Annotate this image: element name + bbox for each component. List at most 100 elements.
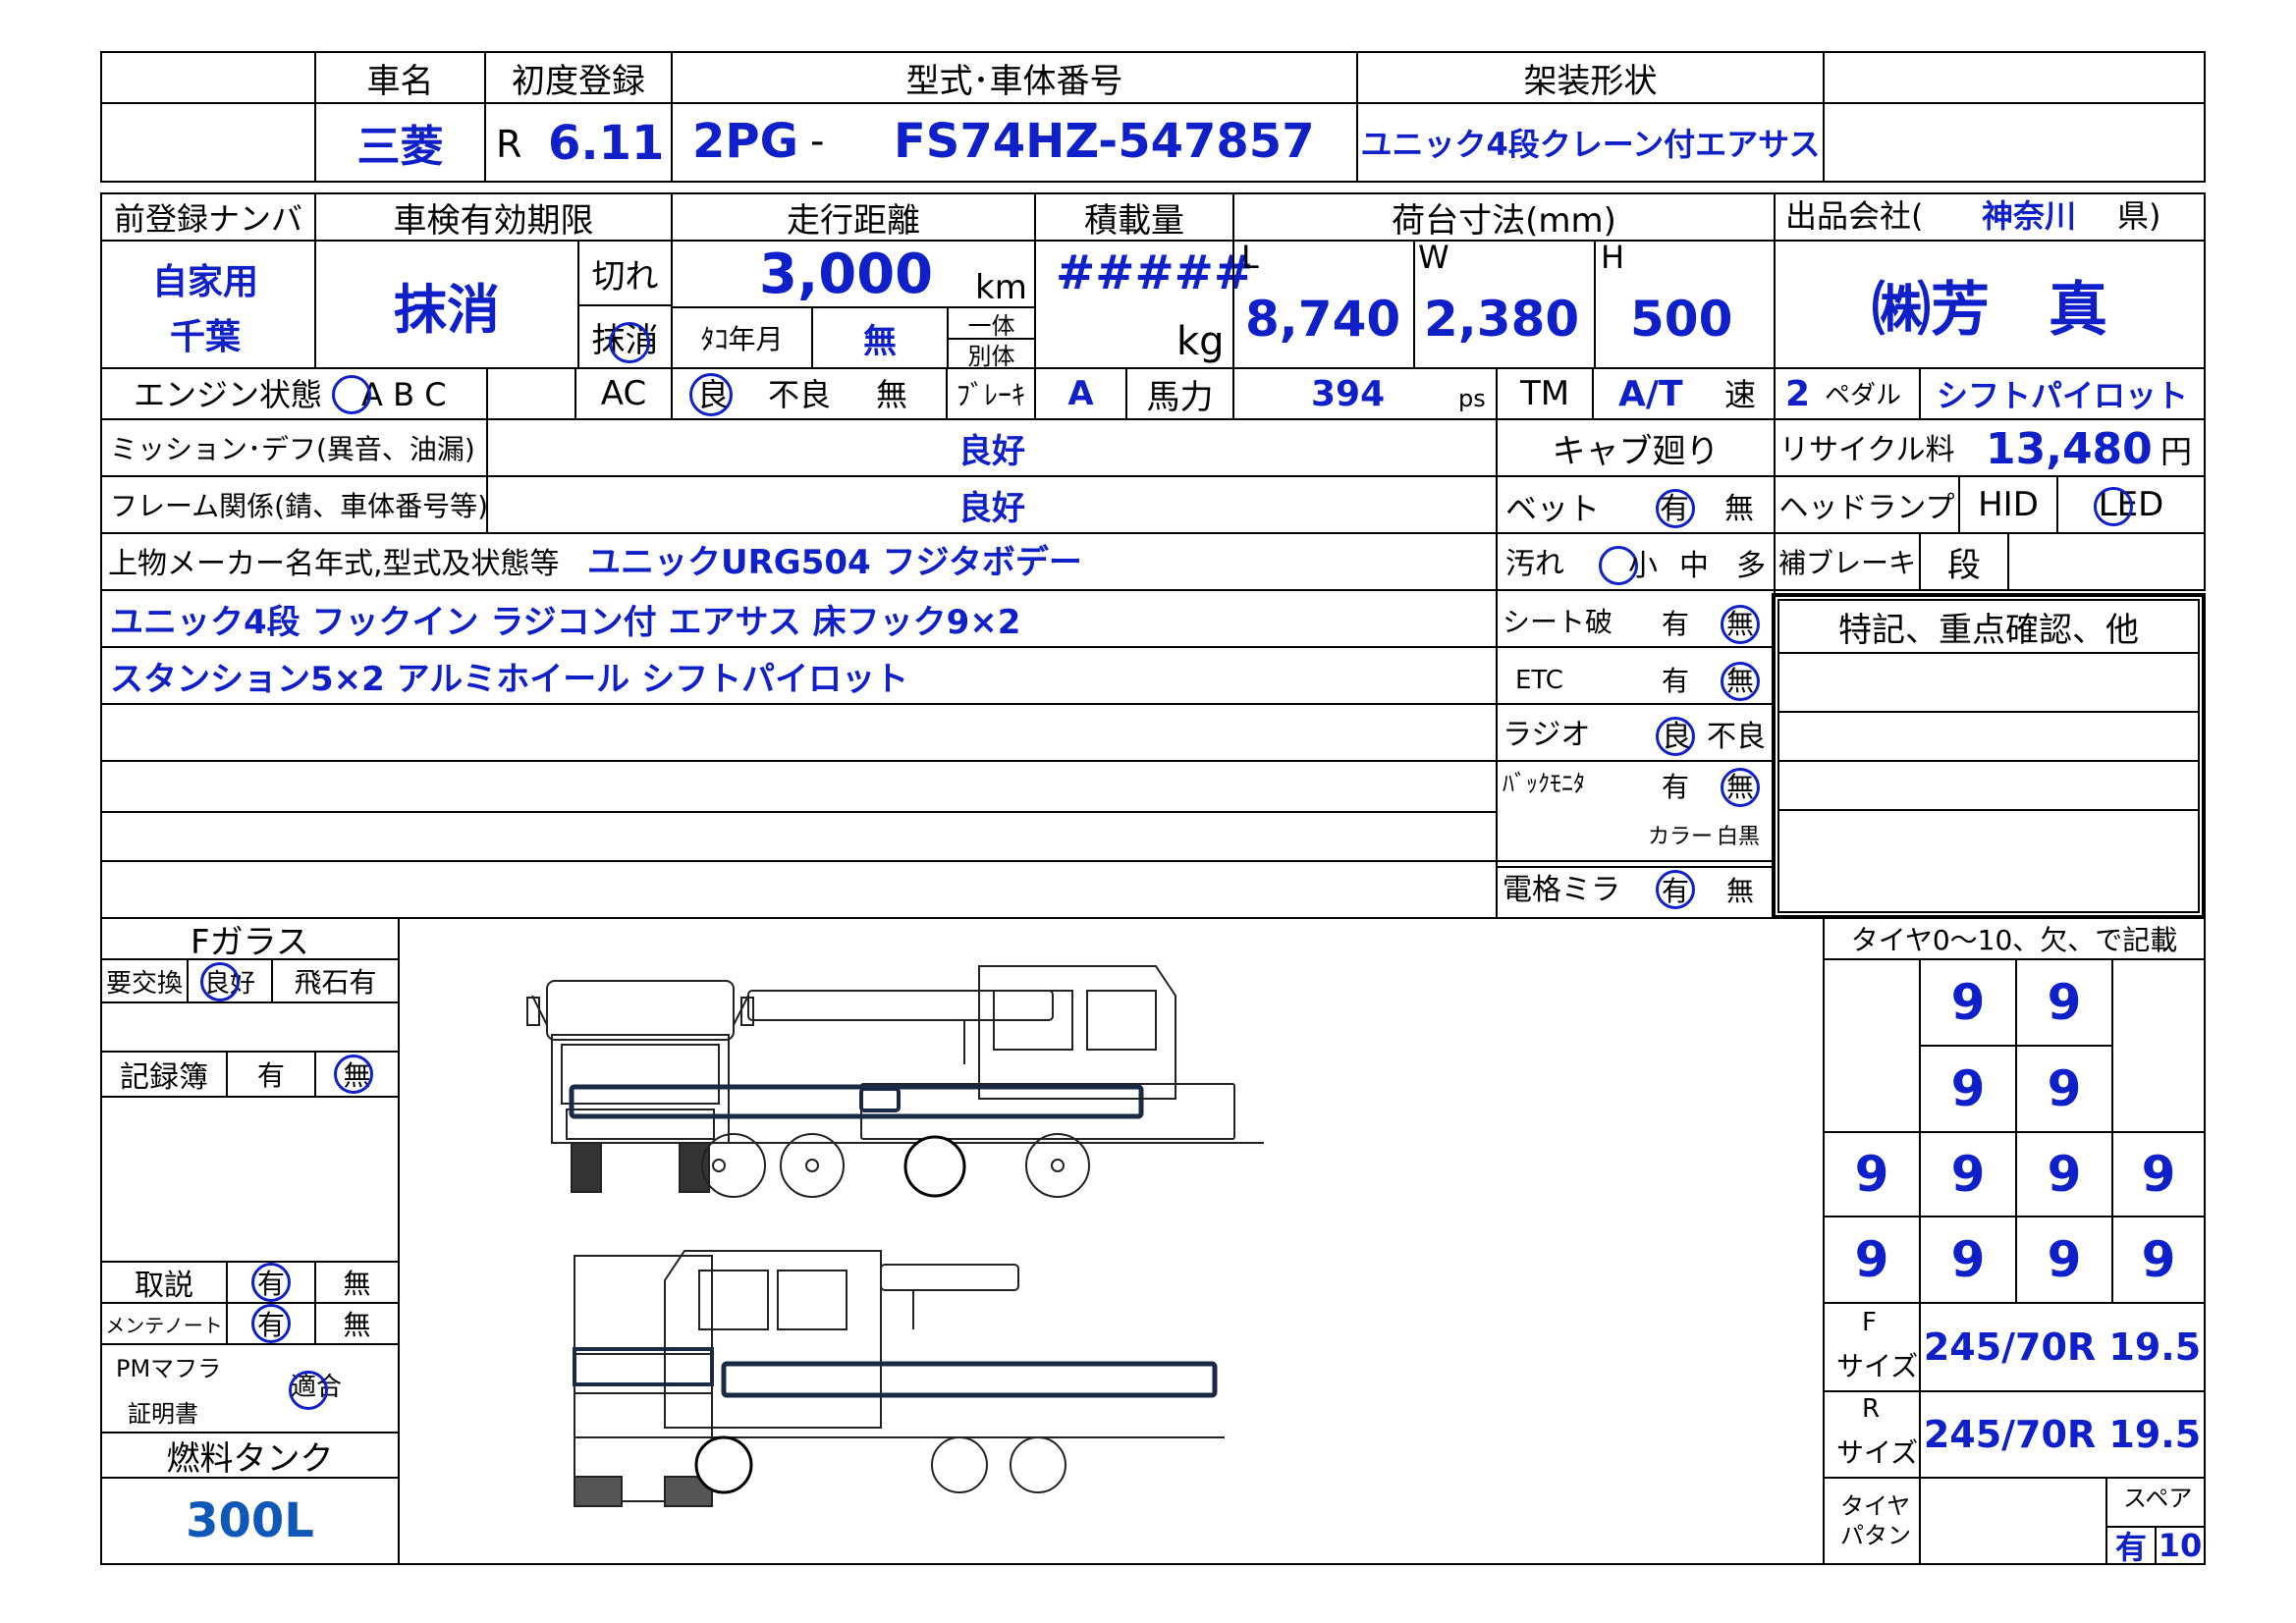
model-prefix: 2PG: [692, 114, 798, 169]
aux-brake-label: 補ブレーキ: [1774, 532, 1921, 591]
spot-marker-1: [903, 1135, 966, 1198]
cab-radio-circle: [1656, 717, 1695, 756]
maint-yes-circle: [251, 1304, 291, 1343]
cab-dirt-small: 小: [1628, 549, 1658, 583]
body-line-6: [100, 860, 1498, 919]
reg-date-value: 6.11: [548, 116, 665, 171]
body-label: 上物メーカー名年式,型式及状態等: [108, 547, 560, 581]
cab-back-yes: 有: [1662, 771, 1690, 803]
fglass-good-circle: [200, 962, 240, 1001]
record-label: 記録簿: [100, 1051, 228, 1098]
engine-grades: A B C: [361, 376, 447, 413]
plate-area-value: 千葉: [170, 317, 242, 357]
header-col-first-reg: 初度登録: [484, 51, 673, 104]
tire-r-size: 245/70R 19.5: [1919, 1390, 2206, 1479]
header-blank-3: [100, 102, 316, 183]
fglass-chip: 飛石有: [271, 958, 400, 1003]
engine-blank: [486, 367, 576, 420]
ac-good-circle: [689, 373, 733, 416]
cab-bed-circle: [1656, 489, 1695, 528]
kg-unit: kg: [1176, 319, 1225, 364]
body-line-1: ユニック4段 フックイン ラジコン付 エアサス 床フック9×2: [100, 589, 1498, 648]
recycle-value: 13,480: [1986, 424, 2153, 474]
fuel-label: 燃料タンク: [100, 1432, 400, 1479]
tire-r4-c1: 9: [1823, 1216, 1921, 1304]
cab-bed-no: 無: [1724, 492, 1754, 526]
tire-r1-c1: 9: [1919, 958, 2017, 1047]
tire-r4-c3: 9: [2015, 1216, 2113, 1304]
prev-plate-label: 前登録ナンバ: [100, 192, 316, 242]
load-label: 積載量: [1034, 192, 1234, 242]
width-value: 2,380: [1424, 291, 1580, 348]
record-blank: [100, 1096, 400, 1263]
tire-f-label: F: [1862, 1308, 1877, 1337]
cab-seat-yes: 有: [1662, 608, 1690, 640]
truck-diagram: [526, 965, 1264, 1507]
tacho-label: ﾀｺ年月: [671, 306, 813, 369]
cancelled-circle: [609, 322, 650, 363]
tacho-value: 無: [811, 306, 949, 369]
fglass-title: Fガラス: [100, 917, 400, 960]
tire-r1-blank-l: [1823, 958, 1921, 1133]
cab-etc-label: ETC: [1515, 666, 1563, 695]
mileage-value: 3,000: [759, 243, 934, 306]
engine-label: エンジン状態: [134, 376, 323, 413]
cab-seat-circle: [1721, 605, 1760, 644]
tire-pattern-1: タイヤ: [1840, 1492, 1911, 1520]
fglass-replace: 要交換: [100, 958, 189, 1003]
pm-value-circle: [289, 1371, 328, 1410]
cab-mirror-circle: [1656, 870, 1695, 909]
hp-label: 馬力: [1125, 367, 1234, 420]
fuel-value: 300L: [100, 1477, 400, 1565]
maint-label: メンテノート: [100, 1302, 228, 1345]
betsutai-label: 別体: [947, 338, 1036, 369]
body-line-5: [100, 811, 1498, 862]
cab-color-value: 白黒: [1717, 825, 1761, 849]
length-label: L: [1241, 239, 1259, 276]
mileage-label: 走行距離: [671, 192, 1036, 242]
cab-dirt-many: 多: [1736, 549, 1766, 583]
tire-spare-yes: 有: [2105, 1526, 2157, 1565]
chassis-number: FS74HZ-547857: [894, 114, 1315, 169]
cab-title: キャブ廻り: [1496, 418, 1776, 477]
cab-seat-label: シート破: [1503, 606, 1613, 638]
mission-value: 良好: [486, 418, 1498, 477]
cab-back-circle: [1721, 768, 1760, 807]
seller-suffix: 県): [2117, 197, 2161, 235]
ac-bad: 不良: [768, 376, 832, 413]
tire-r1-c2: 9: [2015, 958, 2113, 1047]
header-blank-1: [100, 51, 316, 104]
tire-r3-c4: 9: [2111, 1131, 2206, 1217]
notes-line-1: [1777, 652, 2200, 713]
pm-label-1: PMマフラ: [116, 1355, 222, 1382]
tire-spare-value: 10: [2155, 1526, 2206, 1565]
cab-mirror-label: 電格ミラ: [1503, 873, 1620, 907]
expired-label: 切れ: [577, 240, 673, 306]
frame-label: フレーム関係(錆、車体番号等): [100, 475, 488, 534]
record-no-circle: [334, 1055, 373, 1094]
hp-value: 394: [1311, 374, 1386, 414]
body-line-3: [100, 703, 1498, 762]
tire-r2-c2: 9: [2015, 1045, 2113, 1133]
tire-title: タイヤ0〜10、欠、で記載: [1823, 917, 2206, 960]
width-label: W: [1418, 239, 1449, 276]
cab-radio-bad: 不良: [1707, 720, 1766, 754]
notes-line-3: [1777, 760, 2200, 811]
cab-dirt-label: 汚れ: [1505, 547, 1564, 581]
era-label: R: [496, 123, 522, 166]
recycle-label: リサイクル料: [1779, 433, 1955, 467]
tire-f-size: 245/70R 19.5: [1919, 1302, 2206, 1392]
pm-label-2: 証明書: [128, 1400, 198, 1428]
tire-r2-c1: 9: [1919, 1045, 2017, 1133]
cab-back-label: ﾊﾞｯｸﾓﾆﾀ: [1503, 770, 1585, 797]
pedal-label: ペダル: [1825, 381, 1902, 410]
tire-pattern-2: パタン: [1840, 1522, 1911, 1549]
body-type-value: ユニック4段クレーン付エアサス: [1356, 102, 1825, 183]
spot-marker-3: [694, 1435, 753, 1494]
maint-no: 無: [314, 1302, 400, 1345]
company-value: ㈱芳 真: [1774, 240, 2206, 369]
headlamp-label: ヘッドランプ: [1774, 475, 1960, 534]
truck-side-view-left: [664, 1250, 1225, 1494]
engine-grade-circle: [332, 375, 371, 414]
header-col-name: 車名: [314, 51, 486, 104]
